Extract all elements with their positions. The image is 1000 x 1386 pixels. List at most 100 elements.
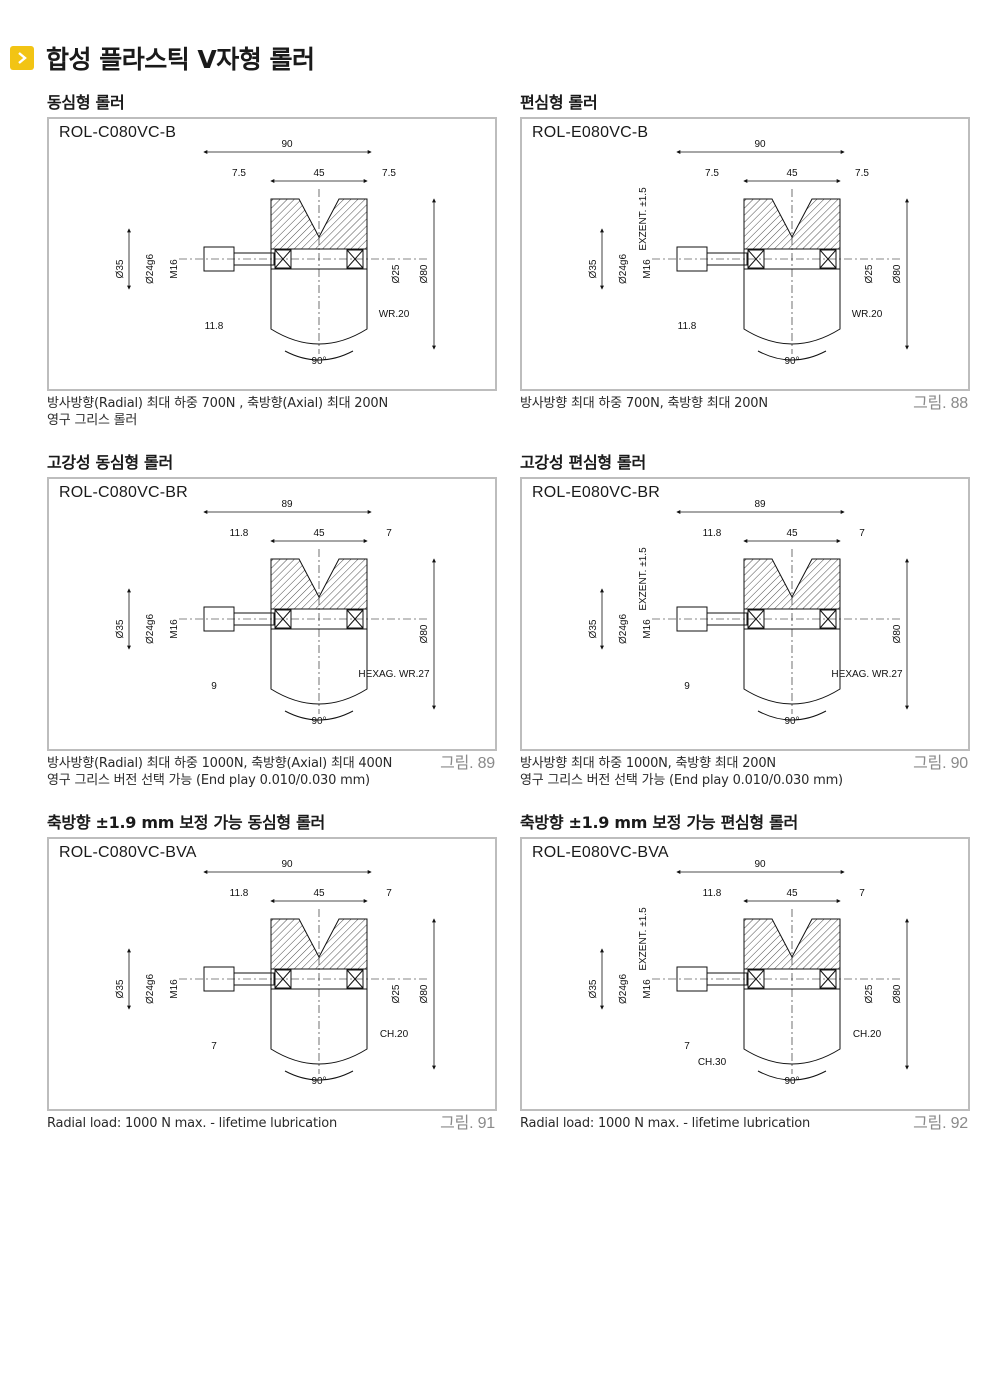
- dim-dia1: Ø35: [115, 259, 126, 278]
- dim-total: 90: [754, 139, 766, 150]
- dim-dia2: Ø24g6: [145, 614, 156, 644]
- model-code: ROL-C080VC-B: [59, 124, 177, 141]
- dim-outer: Ø80: [892, 264, 903, 283]
- spec-notes: 방사방향 최대 하중 700N, 축방향 최대 200N 그림. 88: [520, 395, 970, 412]
- dim-mid: 45: [786, 168, 798, 179]
- dim-dia1: Ø35: [588, 619, 599, 638]
- dim-dia2: Ø24g6: [618, 974, 629, 1004]
- dim-total: 90: [754, 859, 766, 870]
- model-code: ROL-E080VC-BR: [532, 484, 660, 501]
- section-axial-concentric: 축방향 ±1.9 mm 보정 가능 동심형 롤러 ROL-C080VC-BVA …: [47, 812, 497, 1132]
- dim-bore: Ø25: [864, 264, 875, 283]
- dim-wrench: HEXAG. WR.27: [831, 669, 903, 680]
- dim-thread: M16: [169, 619, 180, 639]
- section-title: 고강성 편심형 롤러: [520, 453, 646, 472]
- dim-thread: M16: [169, 979, 180, 999]
- dim-angle: 90°: [784, 1076, 799, 1087]
- spec-notes: Radial load: 1000 N max. - lifetime lubr…: [47, 1115, 497, 1132]
- dim-thread: M16: [642, 619, 653, 639]
- dim-dia1: Ø35: [588, 979, 599, 998]
- dim-extra: CH.30: [698, 1057, 727, 1068]
- dim-wrench: WR.20: [852, 309, 883, 320]
- dim-angle: 90°: [311, 356, 326, 367]
- angle-arc: [757, 710, 827, 721]
- dim-wrench: WR.20: [379, 309, 410, 320]
- spec-line-1: Radial load: 1000 N max. - lifetime lubr…: [47, 1116, 338, 1131]
- dim-left: 11.8: [703, 888, 722, 899]
- dim-mid: 45: [786, 528, 798, 539]
- roller-lower-outline: [743, 269, 841, 345]
- dim-bore: Ø25: [864, 984, 875, 1003]
- page-header: 합성 플라스틱 V자형 롤러: [10, 40, 315, 76]
- dim-offset: 11.8: [205, 321, 224, 332]
- spec-line-2: 영구 그리스 롤러: [47, 413, 138, 428]
- roller-lower-outline: [743, 989, 841, 1065]
- dim-dia1: Ø35: [588, 259, 599, 278]
- spec-notes: 방사방향(Radial) 최대 하중 700N , 축방향(Axial) 최대 …: [47, 395, 497, 429]
- angle-arc: [757, 1070, 827, 1081]
- figure-label: 그림. 91: [440, 1115, 495, 1132]
- spec-line-1: 방사방향 최대 하중 700N, 축방향 최대 200N: [520, 396, 768, 411]
- model-code: ROL-E080VC-B: [532, 124, 649, 141]
- dim-thread: M16: [169, 259, 180, 279]
- dim-outer: Ø80: [892, 984, 903, 1003]
- dim-offset: 7: [211, 1041, 217, 1052]
- page-title: 합성 플라스틱 V자형 롤러: [46, 45, 315, 74]
- dim-mid: 45: [786, 888, 798, 899]
- figure-label: 그림. 89: [440, 755, 495, 772]
- dim-wrench: CH.20: [380, 1029, 409, 1040]
- section-title: 편심형 롤러: [520, 93, 598, 112]
- dim-right: 7: [859, 528, 865, 539]
- angle-arc: [284, 710, 354, 721]
- dim-left: 7.5: [705, 168, 719, 179]
- model-code: ROL-E080VC-BVA: [532, 844, 669, 861]
- dim-offset: 9: [211, 681, 217, 692]
- spec-line-1: 방사방향(Radial) 최대 하중 1000N, 축방향(Axial) 최대 …: [47, 756, 393, 771]
- dim-right: 7.5: [855, 168, 869, 179]
- angle-arc: [284, 350, 354, 361]
- dim-offset: 11.8: [678, 321, 697, 332]
- model-code: ROL-C080VC-BVA: [59, 844, 197, 861]
- roller-lower-outline: [270, 989, 368, 1065]
- spec-notes: 방사방향 최대 하중 1000N, 축방향 최대 200N 영구 그리스 버전 …: [520, 755, 970, 789]
- section-title: 고강성 동심형 롤러: [47, 453, 173, 472]
- spec-line-1: Radial load: 1000 N max. - lifetime lubr…: [520, 1116, 811, 1131]
- section-title: 축방향 ±1.9 mm 보정 가능 편심형 롤러: [520, 813, 798, 832]
- dim-mid: 45: [313, 888, 325, 899]
- section-axial-eccentric: 축방향 ±1.9 mm 보정 가능 편심형 롤러 ROL-E080VC-BVA …: [520, 812, 970, 1132]
- dim-right: 7: [386, 888, 392, 899]
- chevron-right-icon: [10, 46, 34, 70]
- dim-eccentric: EXZENT. ±1.5: [638, 907, 649, 971]
- dim-right: 7.5: [382, 168, 396, 179]
- dim-angle: 90°: [311, 1076, 326, 1087]
- dim-mid: 45: [313, 168, 325, 179]
- dim-offset: 7: [684, 1041, 690, 1052]
- spec-line-1: 방사방향(Radial) 최대 하중 700N , 축방향(Axial) 최대 …: [47, 396, 389, 411]
- spec-line-1: 방사방향 최대 하중 1000N, 축방향 최대 200N: [520, 756, 776, 771]
- angle-arc: [284, 1070, 354, 1081]
- dim-dia2: Ø24g6: [618, 254, 629, 284]
- model-code: ROL-C080VC-BR: [59, 484, 188, 501]
- dim-mid: 45: [313, 528, 325, 539]
- spec-notes: 방사방향(Radial) 최대 하중 1000N, 축방향(Axial) 최대 …: [47, 755, 497, 789]
- dim-total: 90: [281, 859, 293, 870]
- dim-outer: Ø80: [419, 624, 430, 643]
- roller-lower-outline: [270, 629, 368, 705]
- angle-arc: [757, 350, 827, 361]
- dim-outer: Ø80: [419, 984, 430, 1003]
- dim-total: 89: [754, 499, 766, 510]
- dim-offset: 9: [684, 681, 690, 692]
- spec-notes: Radial load: 1000 N max. - lifetime lubr…: [520, 1115, 970, 1132]
- dim-outer: Ø80: [892, 624, 903, 643]
- roller-lower-outline: [270, 269, 368, 345]
- dim-bore: Ø25: [391, 984, 402, 1003]
- dim-wrench: CH.20: [853, 1029, 882, 1040]
- section-title: 동심형 롤러: [47, 93, 125, 112]
